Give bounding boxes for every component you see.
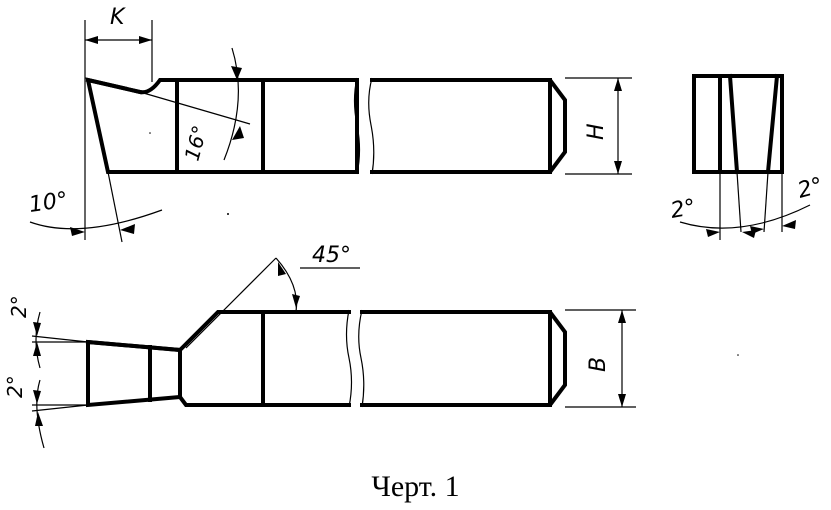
tip-angle-arc-top bbox=[35, 311, 41, 369]
tip-angle-extension-bottom bbox=[31, 404, 89, 412]
h-label: H bbox=[584, 123, 609, 140]
tip-angle-extension-top bbox=[31, 335, 89, 343]
angle-10-leader bbox=[107, 171, 123, 243]
side-view-right-outline bbox=[370, 78, 567, 174]
b-label: B bbox=[586, 357, 611, 372]
tip-arrow-3 bbox=[33, 390, 41, 404]
angle-45-label: 45° bbox=[312, 243, 351, 268]
plan-view-right-outline bbox=[360, 310, 567, 407]
side-view-cutting-edge bbox=[85, 77, 143, 95]
angle-45-arrow-top bbox=[278, 262, 286, 276]
speck-3 bbox=[737, 354, 739, 356]
angle-10-arrow-right bbox=[120, 224, 135, 234]
angle-16-leader bbox=[139, 91, 251, 125]
tip-arrow-1 bbox=[33, 322, 41, 336]
b-arrow-top bbox=[618, 310, 626, 323]
side-view-left-outline bbox=[85, 77, 359, 174]
end-view-arrow-1 bbox=[706, 229, 720, 237]
end-view-arc bbox=[679, 204, 811, 229]
tip-arrow-2 bbox=[33, 342, 41, 356]
b-arrow-bottom bbox=[618, 394, 626, 407]
angle-16-arrow-top bbox=[231, 66, 242, 80]
angle-2-right-label: 2° bbox=[795, 173, 826, 204]
angle-2-left-label: 2° bbox=[669, 195, 698, 224]
speck-1 bbox=[149, 132, 151, 134]
plan-view: 45° B 2° 2° bbox=[3, 243, 636, 449]
h-arrow-top bbox=[614, 78, 622, 91]
angle-10-arc bbox=[29, 209, 163, 230]
angle-2-bottom-label: 2° bbox=[3, 375, 27, 398]
speck-2 bbox=[227, 213, 229, 215]
angle-16-arrow-bottom bbox=[232, 126, 244, 140]
side-view-break-line-2 bbox=[368, 77, 375, 175]
k-arrow-right bbox=[139, 36, 152, 44]
tip-angle-arc-bottom bbox=[36, 379, 45, 449]
angle-10-label: 10° bbox=[27, 188, 69, 218]
plan-view-break-line-2 bbox=[358, 309, 365, 408]
plan-view-left-outline bbox=[86, 310, 351, 408]
k-arrow-left bbox=[85, 36, 98, 44]
side-view-break-line-1 bbox=[353, 77, 361, 175]
angle-45-arc bbox=[275, 257, 298, 313]
plan-view-tip-taper-top bbox=[85, 339, 183, 353]
end-view-taper-left bbox=[727, 73, 740, 175]
end-view-taper-right bbox=[765, 73, 780, 175]
end-view-arrow-4 bbox=[782, 220, 796, 229]
angle-10-arrow-left bbox=[70, 227, 85, 236]
angle-45-arrow-bottom bbox=[292, 294, 300, 308]
end-view: 2° 2° bbox=[669, 73, 826, 240]
angle-2-top-label: 2° bbox=[7, 295, 31, 318]
angle-45-leader bbox=[185, 257, 277, 349]
k-label: K bbox=[110, 5, 126, 30]
angle-16-arc bbox=[223, 47, 239, 161]
end-view-arrow-3 bbox=[750, 226, 764, 234]
angle-16-label: 16° bbox=[180, 123, 212, 163]
figure-caption: Черт. 1 bbox=[371, 470, 460, 503]
h-arrow-bottom bbox=[614, 161, 622, 174]
tip-arrow-4 bbox=[35, 412, 43, 426]
end-view-extension-center bbox=[736, 171, 742, 233]
plan-view-break-line-1 bbox=[345, 309, 353, 408]
side-view: K 16° 10° H bbox=[27, 5, 632, 243]
